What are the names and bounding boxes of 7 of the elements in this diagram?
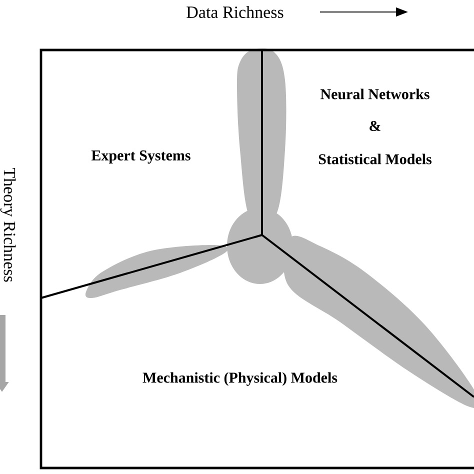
- axis-label: Data Richness: [186, 6, 284, 18]
- axis-label: Theory Richness: [0, 168, 16, 282]
- region-label: Mechanistic (Physical) Models: [142, 372, 338, 386]
- region-label: &: [370, 120, 381, 132]
- region-label: Expert Systems: [91, 150, 190, 164]
- region-label: Statistical Models: [318, 154, 432, 164]
- region-label: Neural Networks: [320, 88, 430, 100]
